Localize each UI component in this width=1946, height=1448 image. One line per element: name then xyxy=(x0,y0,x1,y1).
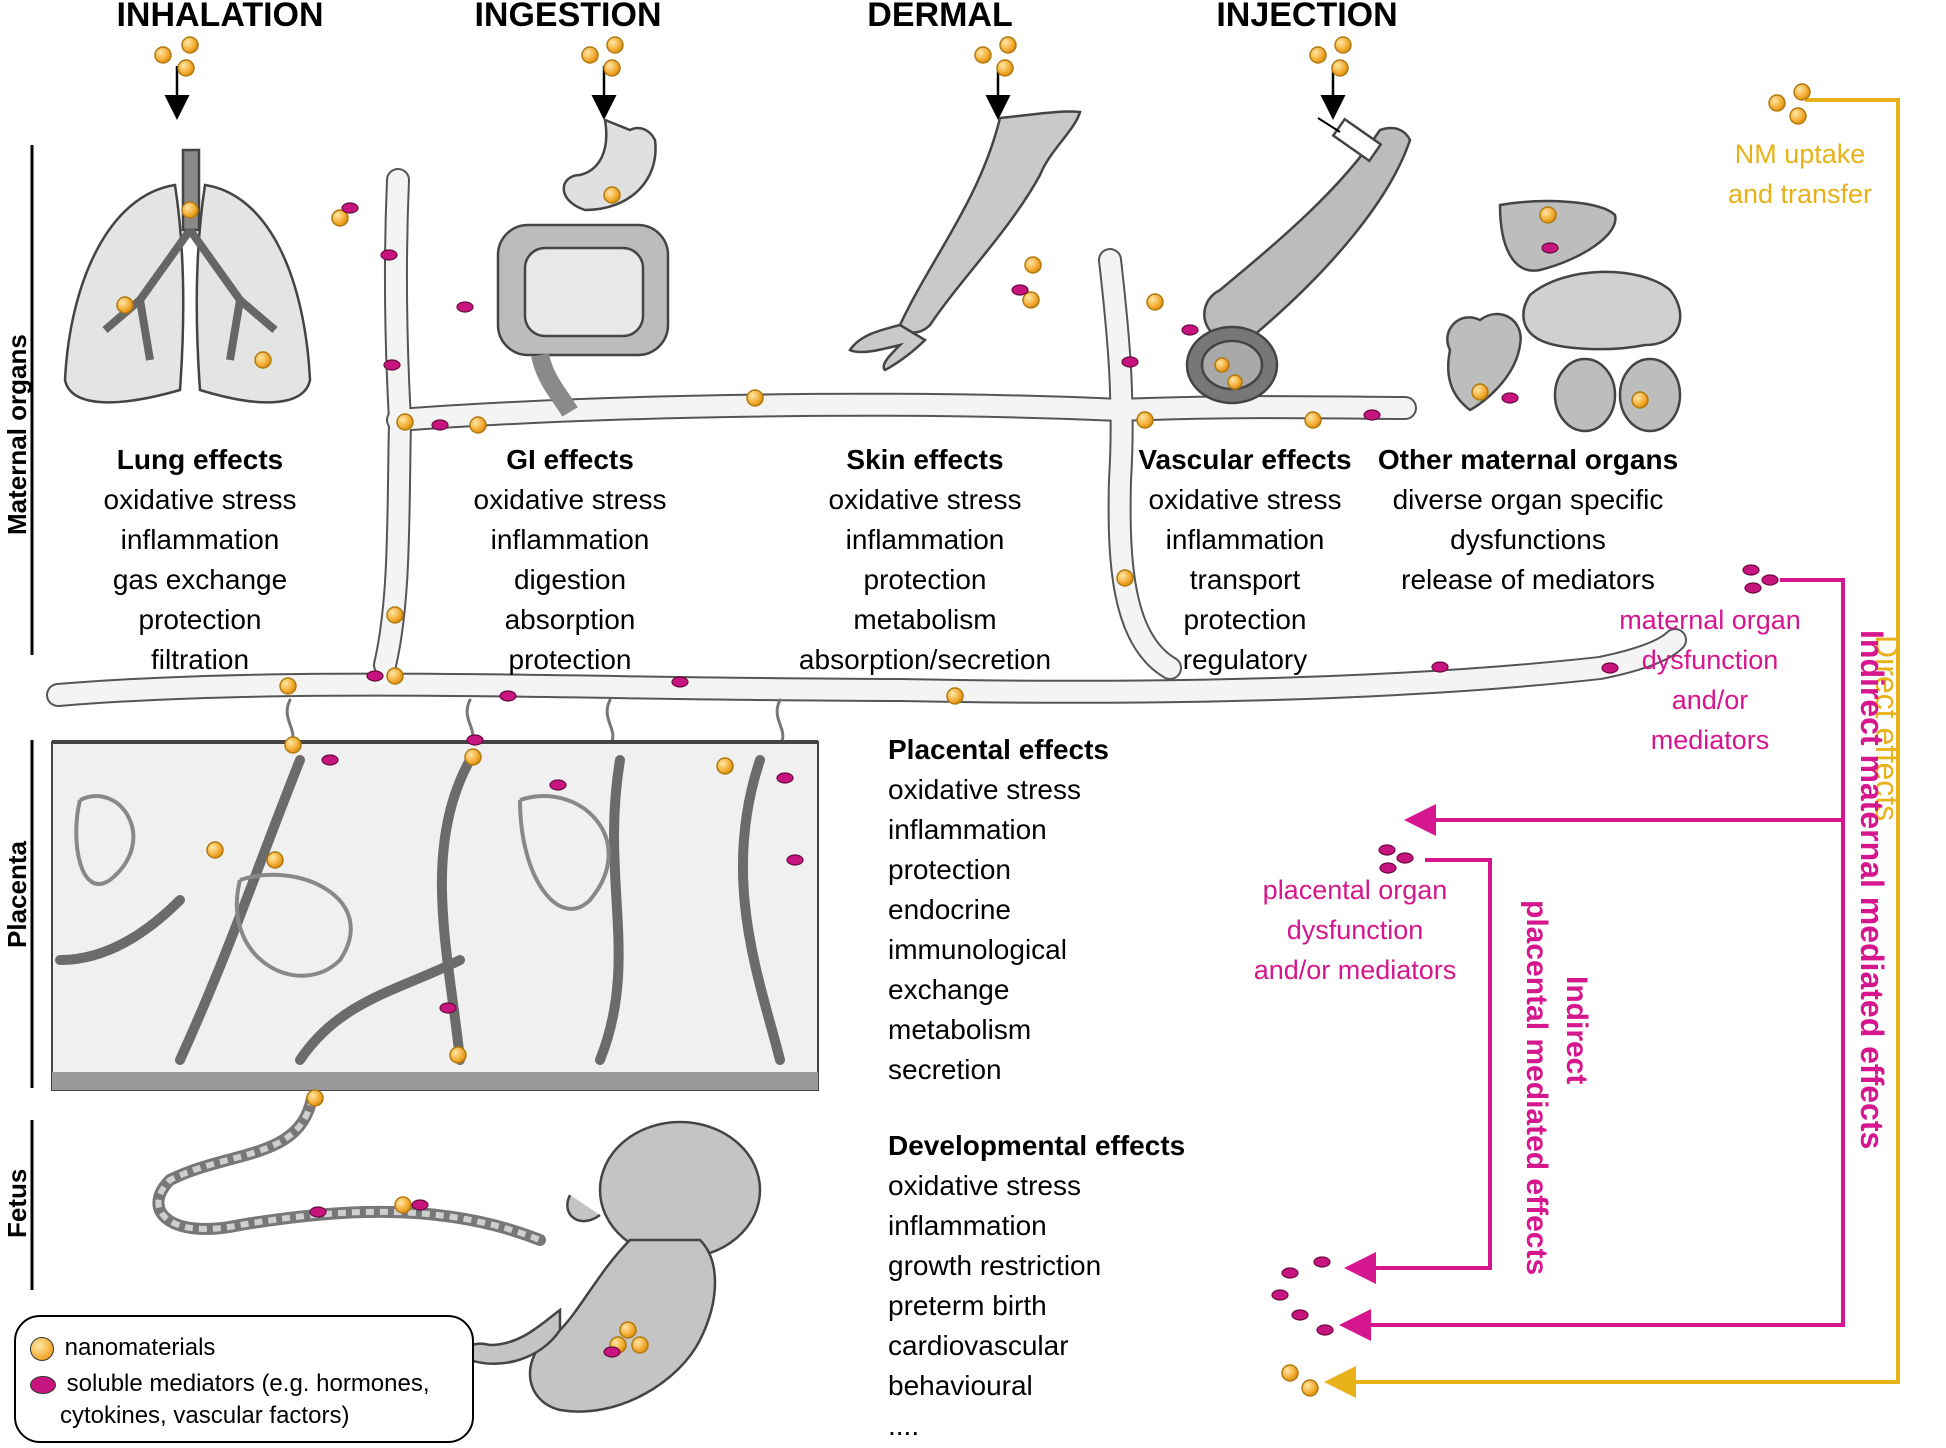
other-organs-title: Other maternal organs xyxy=(1377,444,1679,475)
nm-uptake-line: NM uptake xyxy=(1734,139,1866,169)
effect-item: inflammation xyxy=(120,524,280,555)
effect-item: inflammation xyxy=(888,814,1047,845)
effect-item: metabolism xyxy=(853,604,997,635)
gi-effects: GI effects oxidative stress inflammation… xyxy=(450,440,690,680)
mediator-line: dysfunction xyxy=(1286,915,1424,945)
effect-item: absorption xyxy=(504,604,636,635)
effect-item: secretion xyxy=(888,1054,1002,1085)
effect-item: absorption/secretion xyxy=(798,644,1052,675)
effect-item: cardiovascular xyxy=(888,1330,1069,1361)
other-organs-effects: Other maternal organs diverse organ spec… xyxy=(1368,440,1688,600)
vascular-effects-title: Vascular effects xyxy=(1138,444,1352,475)
nm-uptake-line: and transfer xyxy=(1727,179,1873,209)
legend-row-mediators-cont: cytokines, vascular factors) xyxy=(60,1401,349,1431)
other-organs-illustration xyxy=(1446,199,1682,433)
effect-item: inflammation xyxy=(888,1210,1047,1241)
effect-item: .... xyxy=(888,1410,920,1441)
effect-item: diverse organ specific xyxy=(1392,484,1664,515)
placenta-illustration xyxy=(51,740,819,1091)
placental-effects: Placental effects oxidative stress infla… xyxy=(888,730,1109,1090)
effect-item: oxidative stress xyxy=(888,1170,1081,1201)
effect-item: regulatory xyxy=(1182,644,1308,675)
effect-item: protection xyxy=(888,854,1011,885)
effect-item: oxidative stress xyxy=(888,774,1081,805)
effect-item: metabolism xyxy=(888,1014,1032,1045)
pathway-lines xyxy=(1324,98,1900,1398)
maternal-mediators-label: maternal organ dysfunction and/or mediat… xyxy=(1610,600,1810,760)
legend-row-nanomaterials: nanomaterials xyxy=(30,1333,215,1363)
mediator-line: and/or mediators xyxy=(1253,955,1457,985)
fetus-illustration xyxy=(464,1120,762,1413)
effect-item: oxidative stress xyxy=(473,484,667,515)
nm-uptake-label: NM uptake and transfer xyxy=(1700,134,1900,214)
mediator-line: mediators xyxy=(1650,725,1770,755)
maternal-vessels xyxy=(46,168,1687,747)
route-arrows xyxy=(164,66,1346,120)
soluble-mediators xyxy=(309,202,1779,1358)
nanomaterial-icon xyxy=(30,1336,54,1361)
effect-item: immunological xyxy=(888,934,1067,965)
nanomaterial-particles xyxy=(116,36,1811,1397)
effect-item: gas exchange xyxy=(112,564,288,595)
indirect-placental-label-1: Indirect xyxy=(1560,976,1593,1085)
effect-item: release of mediators xyxy=(1401,564,1655,595)
effect-item: inflammation xyxy=(490,524,650,555)
gi-effects-title: GI effects xyxy=(506,444,634,475)
effect-item: inflammation xyxy=(845,524,1005,555)
injected-vessel-illustration xyxy=(1185,117,1412,405)
indirect-maternal-label: Indirect maternal mediated effects xyxy=(1854,630,1890,1150)
effect-item: oxidative stress xyxy=(828,484,1022,515)
vascular-effects: Vascular effects oxidative stress inflam… xyxy=(1130,440,1360,680)
route-injection: INJECTION xyxy=(1216,0,1398,34)
route-dermal: DERMAL xyxy=(867,0,1013,34)
skin-effects-title: Skin effects xyxy=(846,444,1004,475)
effect-item: behavioural xyxy=(888,1370,1033,1401)
umbilical-cord xyxy=(152,1092,546,1246)
legend: nanomaterials soluble mediators (e.g. ho… xyxy=(14,1315,474,1443)
effect-item: protection xyxy=(863,564,987,595)
legend-label: nanomaterials xyxy=(64,1334,216,1361)
developmental-effects-title: Developmental effects xyxy=(888,1130,1186,1161)
route-inhalation: INHALATION xyxy=(116,0,324,34)
mediator-line: placental organ xyxy=(1262,875,1448,905)
legend-row-mediators: soluble mediators (e.g. hormones, xyxy=(30,1369,430,1399)
effect-item: endocrine xyxy=(888,894,1011,925)
mediator-line: maternal organ xyxy=(1619,605,1801,635)
placental-mediators-label: placental organ dysfunction and/or media… xyxy=(1220,870,1490,990)
gi-illustration xyxy=(496,118,670,417)
effect-item: protection xyxy=(1183,604,1307,635)
mediator-line: and/or xyxy=(1671,685,1749,715)
mediator-line: dysfunction xyxy=(1641,645,1779,675)
label-maternal-organs: Maternal organs xyxy=(2,334,32,535)
lung-effects-title: Lung effects xyxy=(116,444,284,475)
legend-label: soluble mediators (e.g. hormones, xyxy=(66,1370,430,1397)
effect-item: oxidative stress xyxy=(103,484,297,515)
effect-item: protection xyxy=(508,644,632,675)
legend-label: cytokines, vascular factors) xyxy=(60,1402,350,1429)
effect-item: transport xyxy=(1189,564,1301,595)
effect-item: growth restriction xyxy=(888,1250,1102,1281)
label-placenta: Placenta xyxy=(2,841,32,948)
effect-item: preterm birth xyxy=(888,1290,1047,1321)
effect-item: exchange xyxy=(888,974,1010,1005)
label-fetus: Fetus xyxy=(2,1168,32,1238)
indirect-placental-label-2: placental mediated effects xyxy=(1520,900,1553,1276)
lung-effects: Lung effects oxidative stress inflammati… xyxy=(80,440,320,680)
mediator-icon xyxy=(30,1375,56,1394)
effect-item: oxidative stress xyxy=(1148,484,1342,515)
effect-item: dysfunctions xyxy=(1450,524,1606,555)
effect-item: inflammation xyxy=(1165,524,1325,555)
lungs-illustration xyxy=(63,148,312,404)
effect-item: filtration xyxy=(150,644,250,675)
effect-item: digestion xyxy=(513,564,627,595)
developmental-effects: Developmental effects oxidative stress i… xyxy=(888,1126,1185,1446)
arm-illustration xyxy=(848,110,1082,372)
route-ingestion: INGESTION xyxy=(474,0,662,34)
skin-effects: Skin effects oxidative stress inflammati… xyxy=(770,440,1080,680)
placental-effects-title: Placental effects xyxy=(888,734,1109,765)
effect-item: protection xyxy=(138,604,262,635)
